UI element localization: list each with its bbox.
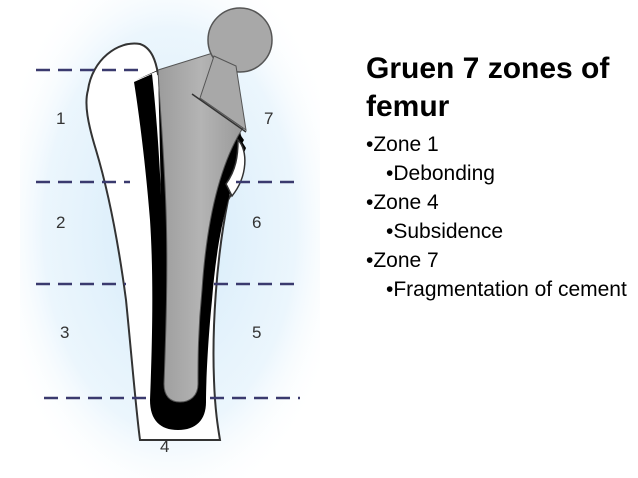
bullet-zone-7: •Zone 7	[366, 249, 439, 272]
zone-lines	[36, 68, 300, 400]
text-panel: Gruen 7 zones of femur •Zone 1 •Debondin…	[366, 50, 631, 304]
cement-lateral	[134, 74, 246, 430]
zone-label-1: 1	[56, 109, 65, 128]
zone-label-3: 3	[60, 323, 69, 342]
zone-label-6: 6	[252, 213, 261, 232]
zone-label-7: 7	[264, 109, 273, 128]
neck-line	[191, 93, 247, 133]
bullet-list: •Zone 1 •Debonding •Zone 4 •Subsidence •…	[366, 130, 631, 304]
prosthesis-neck	[199, 55, 247, 132]
femur-diagram-svg: 1 2 3 4 5 6 7	[20, 0, 320, 478]
bullet-debonding: •Debonding	[386, 162, 495, 185]
bullet-fragmentation: •Fragmentation of cement	[386, 278, 627, 301]
zone-label-2: 2	[56, 213, 65, 232]
bullet-zone-4: •Zone 4	[366, 191, 439, 214]
prosthesis-stem	[157, 51, 245, 403]
bullet-zone-1: •Zone 1	[366, 133, 439, 156]
slide-title: Gruen 7 zones of femur	[366, 52, 610, 123]
zone-label-5: 5	[252, 323, 261, 342]
zone-label-4: 4	[160, 437, 169, 456]
prosthesis-head	[207, 7, 273, 73]
femur-diagram: 1 2 3 4 5 6 7	[20, 0, 320, 478]
bullet-subsidence: •Subsidence	[386, 220, 504, 243]
